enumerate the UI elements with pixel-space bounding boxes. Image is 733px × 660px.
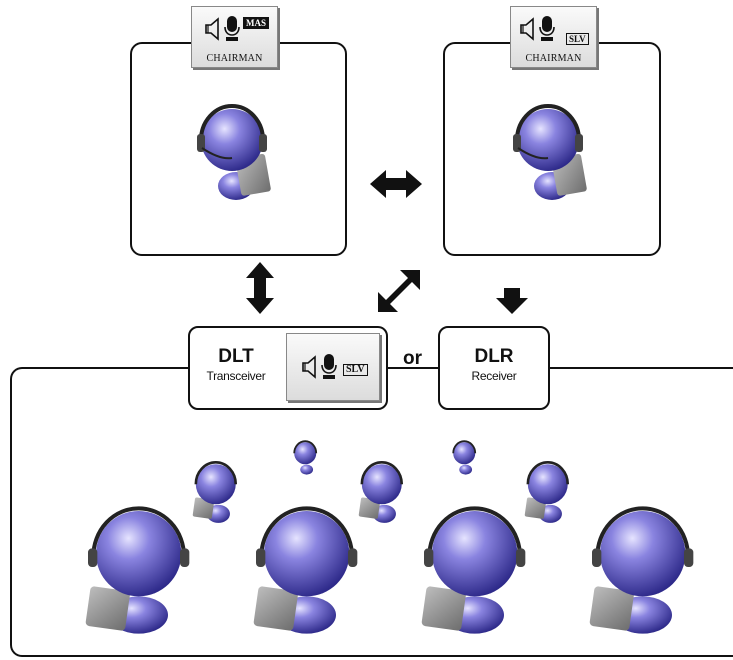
delegate-figure-large [85,506,190,634]
dlt-title: DLT [218,346,254,367]
chairman-slave-badge: SLV CHAIRMAN [510,6,597,68]
dlr-subtitle: Receiver [471,369,517,383]
delegate-figure-small [524,461,570,523]
microphone-icon [224,16,240,41]
microphone-icon [539,16,555,41]
delegate-figure-small [192,461,238,523]
speaker-icon [520,17,534,41]
dlr-box [438,326,550,410]
slave-tag: SLV [566,33,589,45]
delegate-figure-tiny [293,440,318,475]
microphone-icon [321,354,337,379]
chairman-master-figure [197,104,271,200]
speaker-icon [302,355,316,379]
dlt-badge: SLV [286,333,380,401]
or-label: or [403,348,422,369]
bidirectional-arrow-icon [370,170,422,198]
speaker-icon [205,17,219,41]
delegate-figure-large [253,506,358,634]
dlt-slave-tag: SLV [343,364,368,376]
diagonal-bidirectional-arrow-icon [378,270,420,312]
dlt-subtitle: Transceiver [206,369,266,383]
delegate-figure-tiny [452,440,477,475]
chairman-slave-label: CHAIRMAN [525,53,582,64]
dlr-title: DLR [474,346,514,367]
delegate-figure-large [589,506,694,634]
delegate-figure-small [358,461,404,523]
vertical-bidirectional-arrow-icon [246,262,274,314]
down-arrow-icon [496,288,528,314]
master-tag: MAS [243,17,269,29]
chairman-master-badge: MAS CHAIRMAN [191,6,278,68]
chairman-master-label: CHAIRMAN [206,53,263,64]
chairman-slave-figure [513,104,587,200]
delegate-figure-large [421,506,526,634]
